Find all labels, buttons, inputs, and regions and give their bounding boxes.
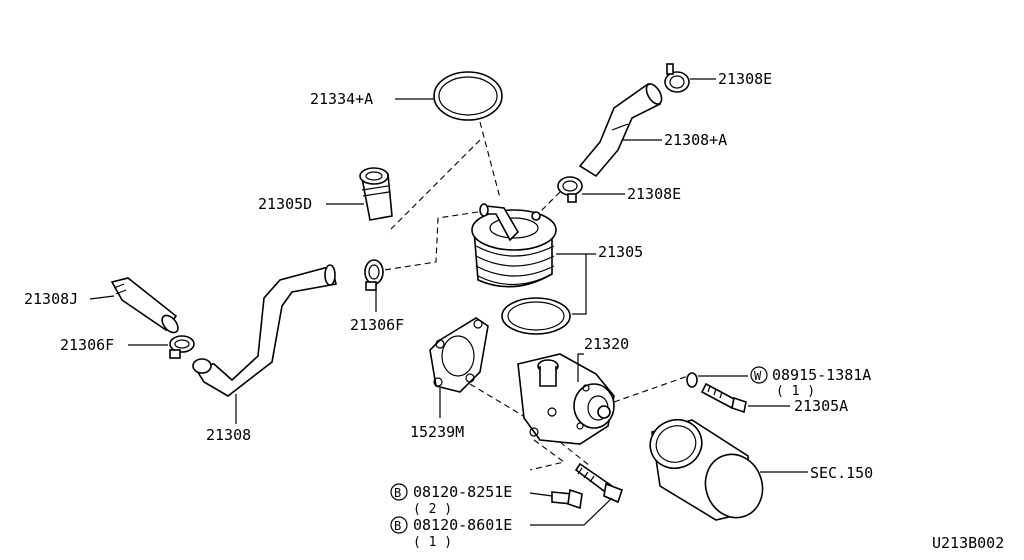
- dash-oring-connector: [387, 139, 481, 233]
- label-21305a[interactable]: 21305A: [794, 397, 848, 415]
- gasket-15239m[interactable]: [429, 317, 489, 393]
- diagram-code: U213B002: [932, 534, 1004, 552]
- oil-cooler-21305[interactable]: [471, 203, 557, 288]
- badge-bolt2-circle: [390, 516, 408, 534]
- o-ring-21334a[interactable]: [433, 71, 503, 121]
- badge-washer-circle: [750, 366, 768, 384]
- washer-08915[interactable]: [686, 372, 698, 388]
- hose-21308[interactable]: [192, 264, 337, 397]
- clamp-21306f-left[interactable]: [169, 335, 195, 359]
- qty-08120-8601e: ( 1 ): [413, 535, 452, 550]
- label-21320[interactable]: 21320: [584, 335, 629, 353]
- bolt-08120-8251e[interactable]: [551, 488, 583, 510]
- label-21308[interactable]: 21308: [206, 426, 251, 444]
- label-21308e-top[interactable]: 21308E: [718, 70, 772, 88]
- label-21305[interactable]: 21305: [598, 243, 643, 261]
- filter-bracket-21320[interactable]: [517, 353, 615, 445]
- label-sec150[interactable]: SEC.150: [810, 464, 873, 482]
- gasket-ring-21305[interactable]: [501, 297, 571, 335]
- label-21306f-left[interactable]: 21306F: [60, 336, 114, 354]
- badge-bolt1-circle: [390, 483, 408, 501]
- oil-filter-sec150[interactable]: [643, 413, 771, 526]
- label-21308e-mid[interactable]: 21308E: [627, 185, 681, 203]
- leader-21308j: [89, 295, 115, 300]
- dash-oring-cooler: [479, 121, 501, 199]
- leader-08120-8601e: [530, 497, 613, 526]
- label-15239m[interactable]: 15239M: [410, 423, 464, 441]
- label-21334a[interactable]: 21334+A: [310, 90, 373, 108]
- clamp-21306f-right[interactable]: [364, 259, 384, 291]
- leader-08120-8251e: [529, 492, 553, 497]
- pipe-21308j[interactable]: [110, 277, 181, 336]
- label-21305d[interactable]: 21305D: [258, 195, 312, 213]
- qty-08120-8251e: ( 2 ): [413, 502, 452, 517]
- dash-bracket-washer: [613, 375, 689, 403]
- clamp-21308e-mid[interactable]: [557, 176, 583, 203]
- badge-bolt1: B: [394, 486, 401, 500]
- dash-bracket-bolt1: [529, 439, 566, 471]
- clamp-21308e-top[interactable]: [664, 63, 690, 93]
- dash-clamp-cooler: [539, 191, 561, 213]
- label-21308j[interactable]: 21308J: [24, 290, 78, 308]
- bolt-21305a[interactable]: [700, 382, 747, 414]
- label-08120-8251e[interactable]: 08120-8251E: [413, 483, 512, 501]
- connector-21305d[interactable]: [359, 167, 393, 221]
- label-21308a[interactable]: 21308+A: [664, 131, 727, 149]
- leader-21320: [577, 353, 584, 382]
- label-08915[interactable]: 08915-1381A: [772, 366, 871, 384]
- label-08120-8601e[interactable]: 08120-8601E: [413, 516, 512, 534]
- dash-bracket-bolt2: [559, 441, 591, 467]
- dash-gasket-housing: [469, 383, 531, 421]
- hose-21308a[interactable]: [578, 81, 665, 178]
- leader-21305-b: [572, 254, 587, 315]
- badge-bolt2: B: [394, 519, 401, 533]
- dash-cooler-hose: [383, 211, 479, 271]
- label-21306f-right[interactable]: 21306F: [350, 316, 404, 334]
- bolt-08120-8601e[interactable]: [574, 462, 624, 504]
- qty-08915: ( 1 ): [776, 384, 815, 399]
- badge-washer: W: [754, 369, 762, 383]
